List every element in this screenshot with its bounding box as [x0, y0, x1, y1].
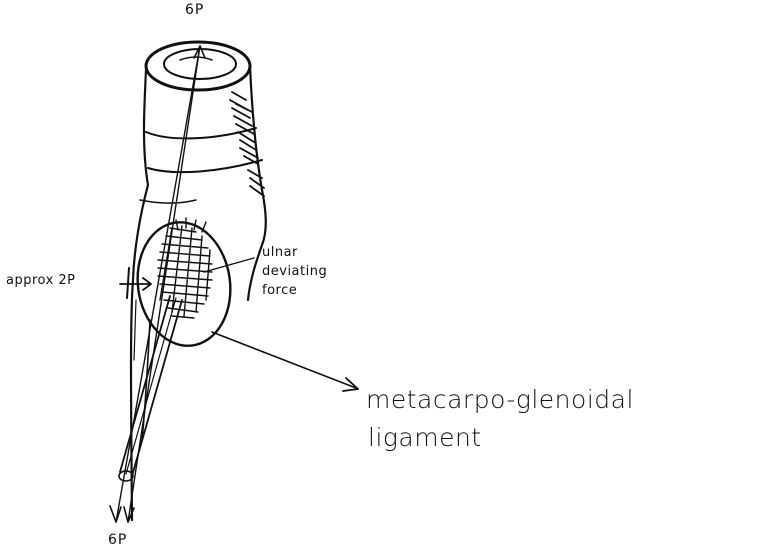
side-force-arrow [120, 268, 151, 298]
label-ligament-2: ligament [368, 423, 482, 452]
force-arrowhead-bottom-left [110, 506, 121, 522]
label-side-force: approx 2P [6, 273, 76, 288]
label-bottom-force: 6P [108, 532, 127, 548]
label-ulnar-3: force [262, 283, 297, 298]
finger-top-opening [164, 49, 236, 79]
finger-shading [230, 92, 264, 196]
label-ulnar-2: deviating [262, 264, 327, 279]
label-ligament-1: metacarpo-glenoidal [366, 385, 634, 414]
label-ulnar-1: ulnar [262, 245, 298, 260]
ligament-arrow [212, 332, 358, 391]
label-top-force: 6P [185, 2, 204, 18]
